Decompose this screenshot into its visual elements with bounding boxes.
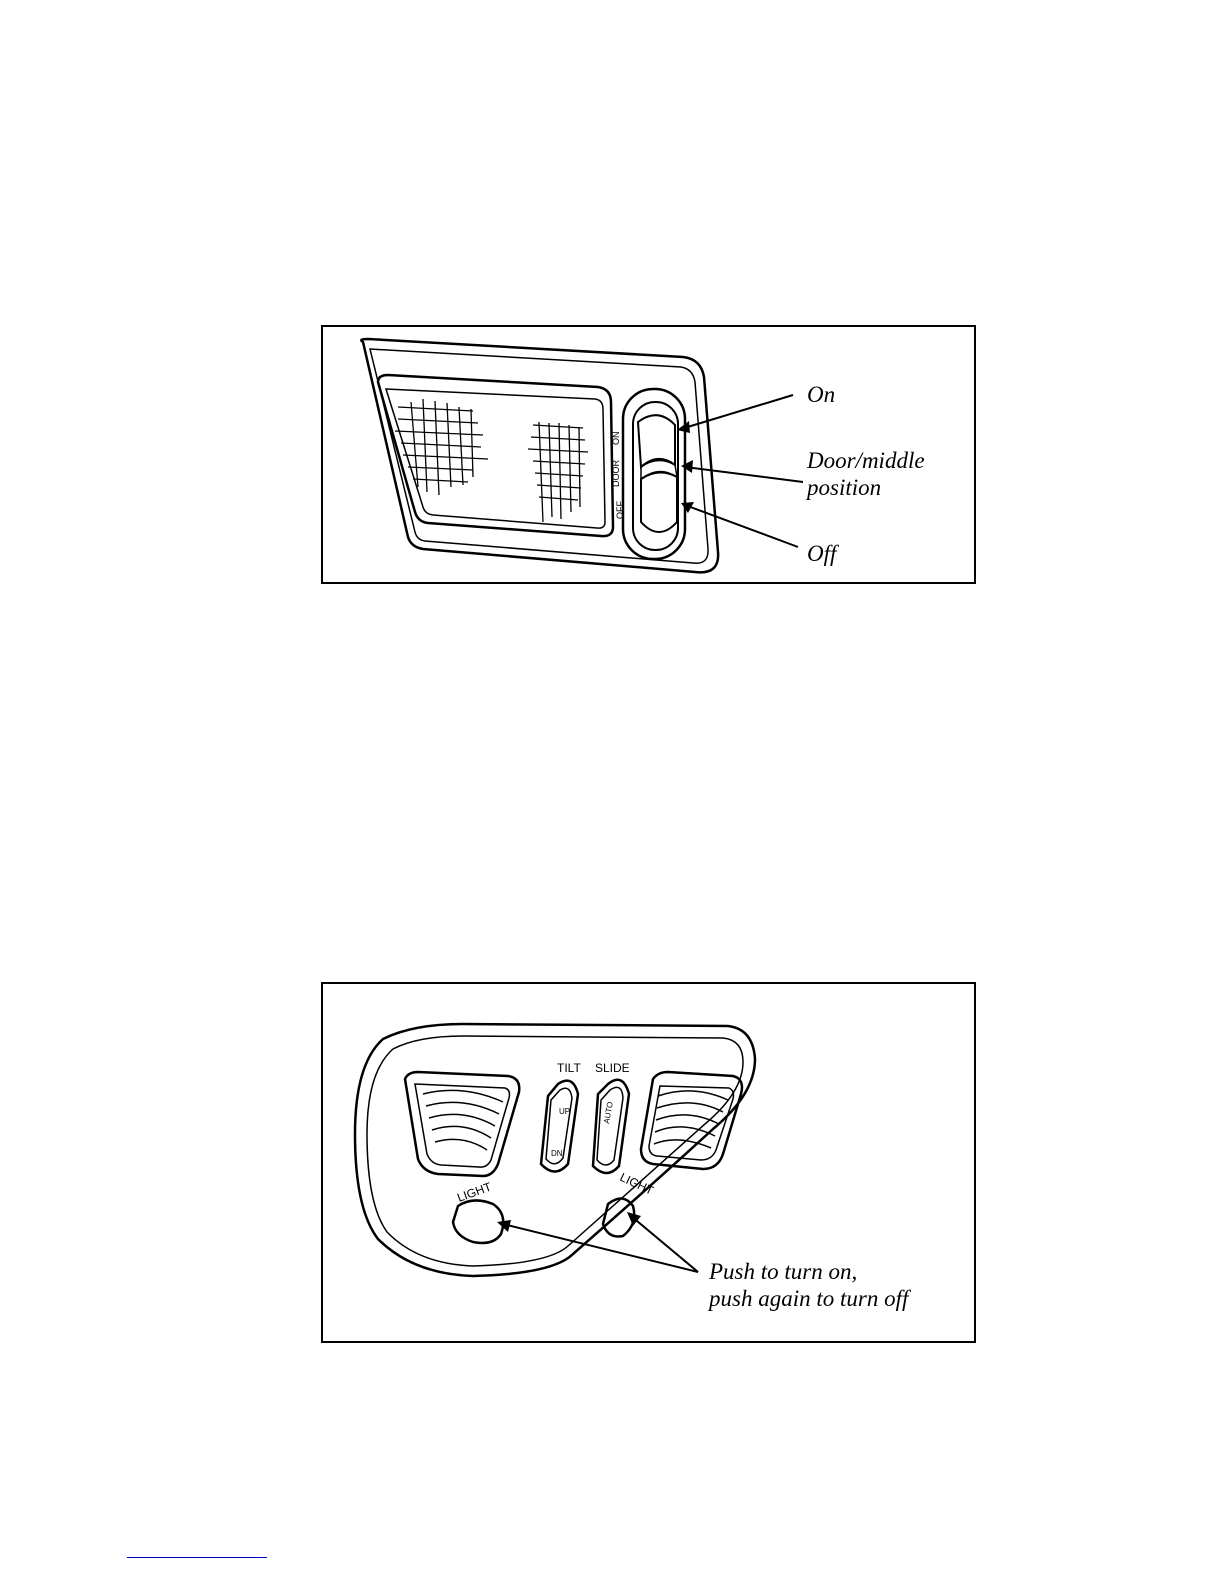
label-slide: SLIDE	[595, 1061, 630, 1075]
switch-label-door: DOOR	[611, 459, 621, 487]
label-light-right: LIGHT	[618, 1170, 657, 1198]
label-tilt: TILT	[557, 1061, 581, 1075]
callout-arrows	[681, 395, 803, 547]
callout-push-line2: push again to turn off	[709, 1286, 908, 1312]
switch-label-off: OFF	[615, 501, 625, 519]
callout-arrows	[503, 1216, 698, 1272]
arrow-heads	[497, 1212, 641, 1232]
switch-label-on: ON	[611, 432, 621, 446]
dome-lamp-figure: ON DOOR OFF On Door/middle position Off	[321, 325, 976, 584]
callout-door-line2: position	[807, 475, 881, 501]
callout-door-line1: Door/middle	[807, 448, 925, 474]
label-dn: DN	[551, 1149, 563, 1158]
overhead-console-figure: TILT SLIDE UP DN AUTO LIGHT LIGHT Push t…	[321, 982, 976, 1343]
callout-off: Off	[807, 541, 836, 567]
callout-push-line1: Push to turn on,	[709, 1259, 857, 1285]
lens-grid-pattern	[395, 399, 588, 522]
callout-on: On	[807, 382, 835, 408]
label-auto: AUTO	[602, 1101, 615, 1124]
footer-rule	[127, 1557, 267, 1558]
label-up: UP	[559, 1107, 570, 1116]
